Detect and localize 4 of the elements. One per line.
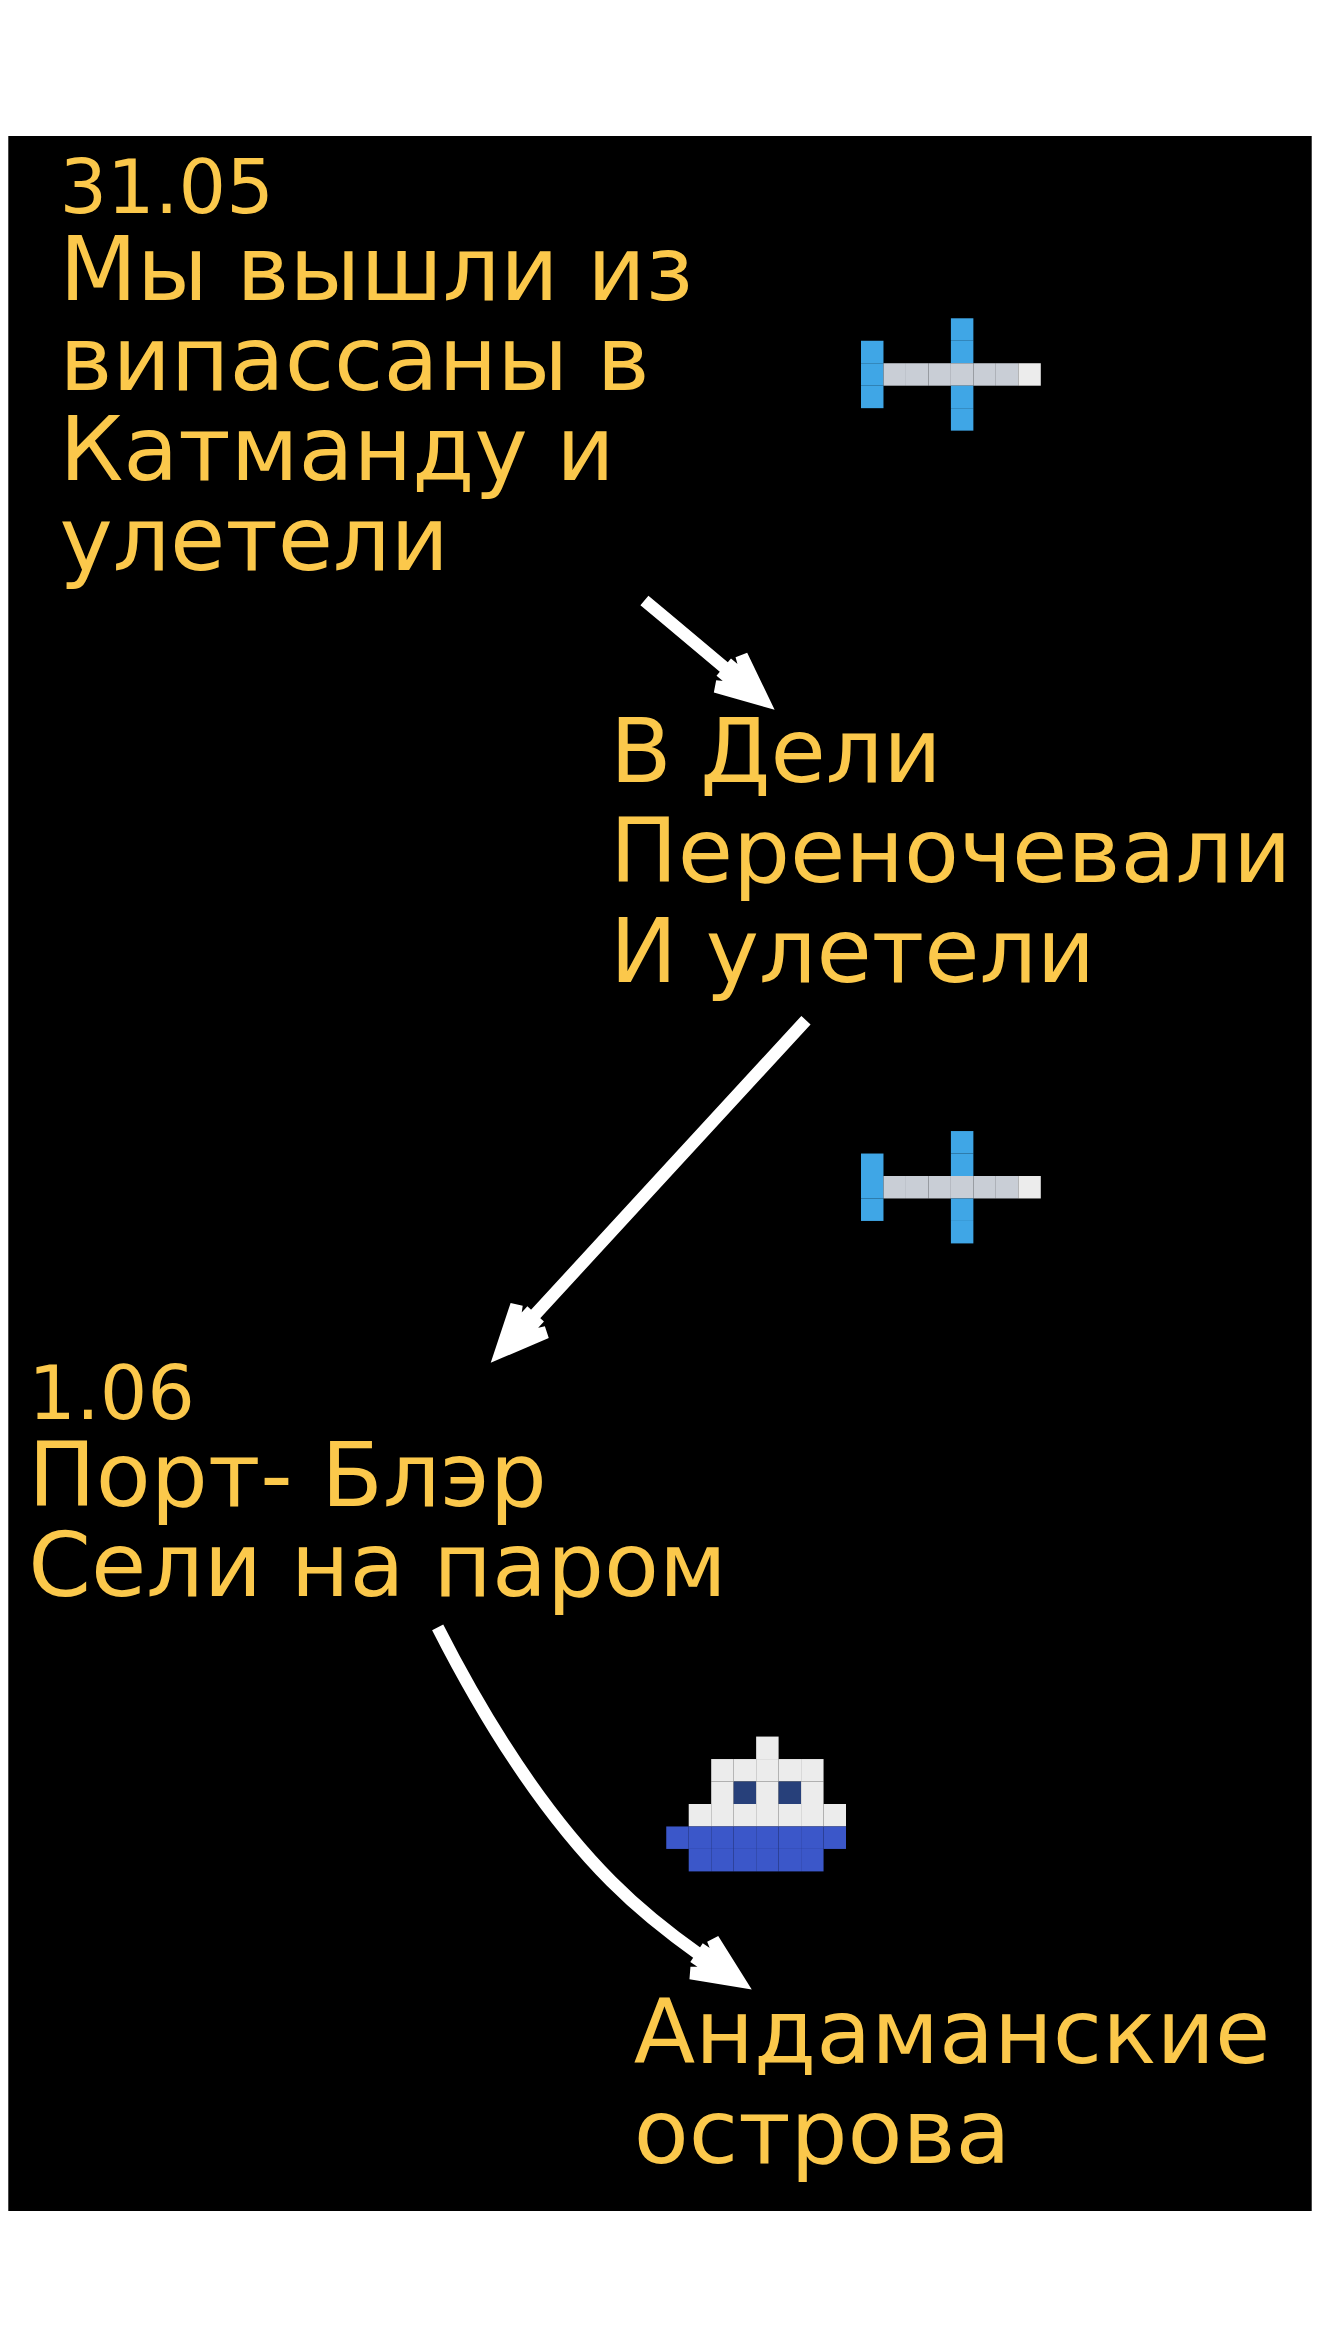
node-text: 31.05 Мы вышли из випассаны в Катманду и улетели bbox=[59, 142, 694, 591]
node-text: В Дели Переночевали И улетели bbox=[610, 698, 1292, 1003]
node-text: Андаманские острова bbox=[633, 1979, 1271, 2184]
node-text: 1.06 Порт- Блэр Сели на паром bbox=[28, 1348, 727, 1617]
